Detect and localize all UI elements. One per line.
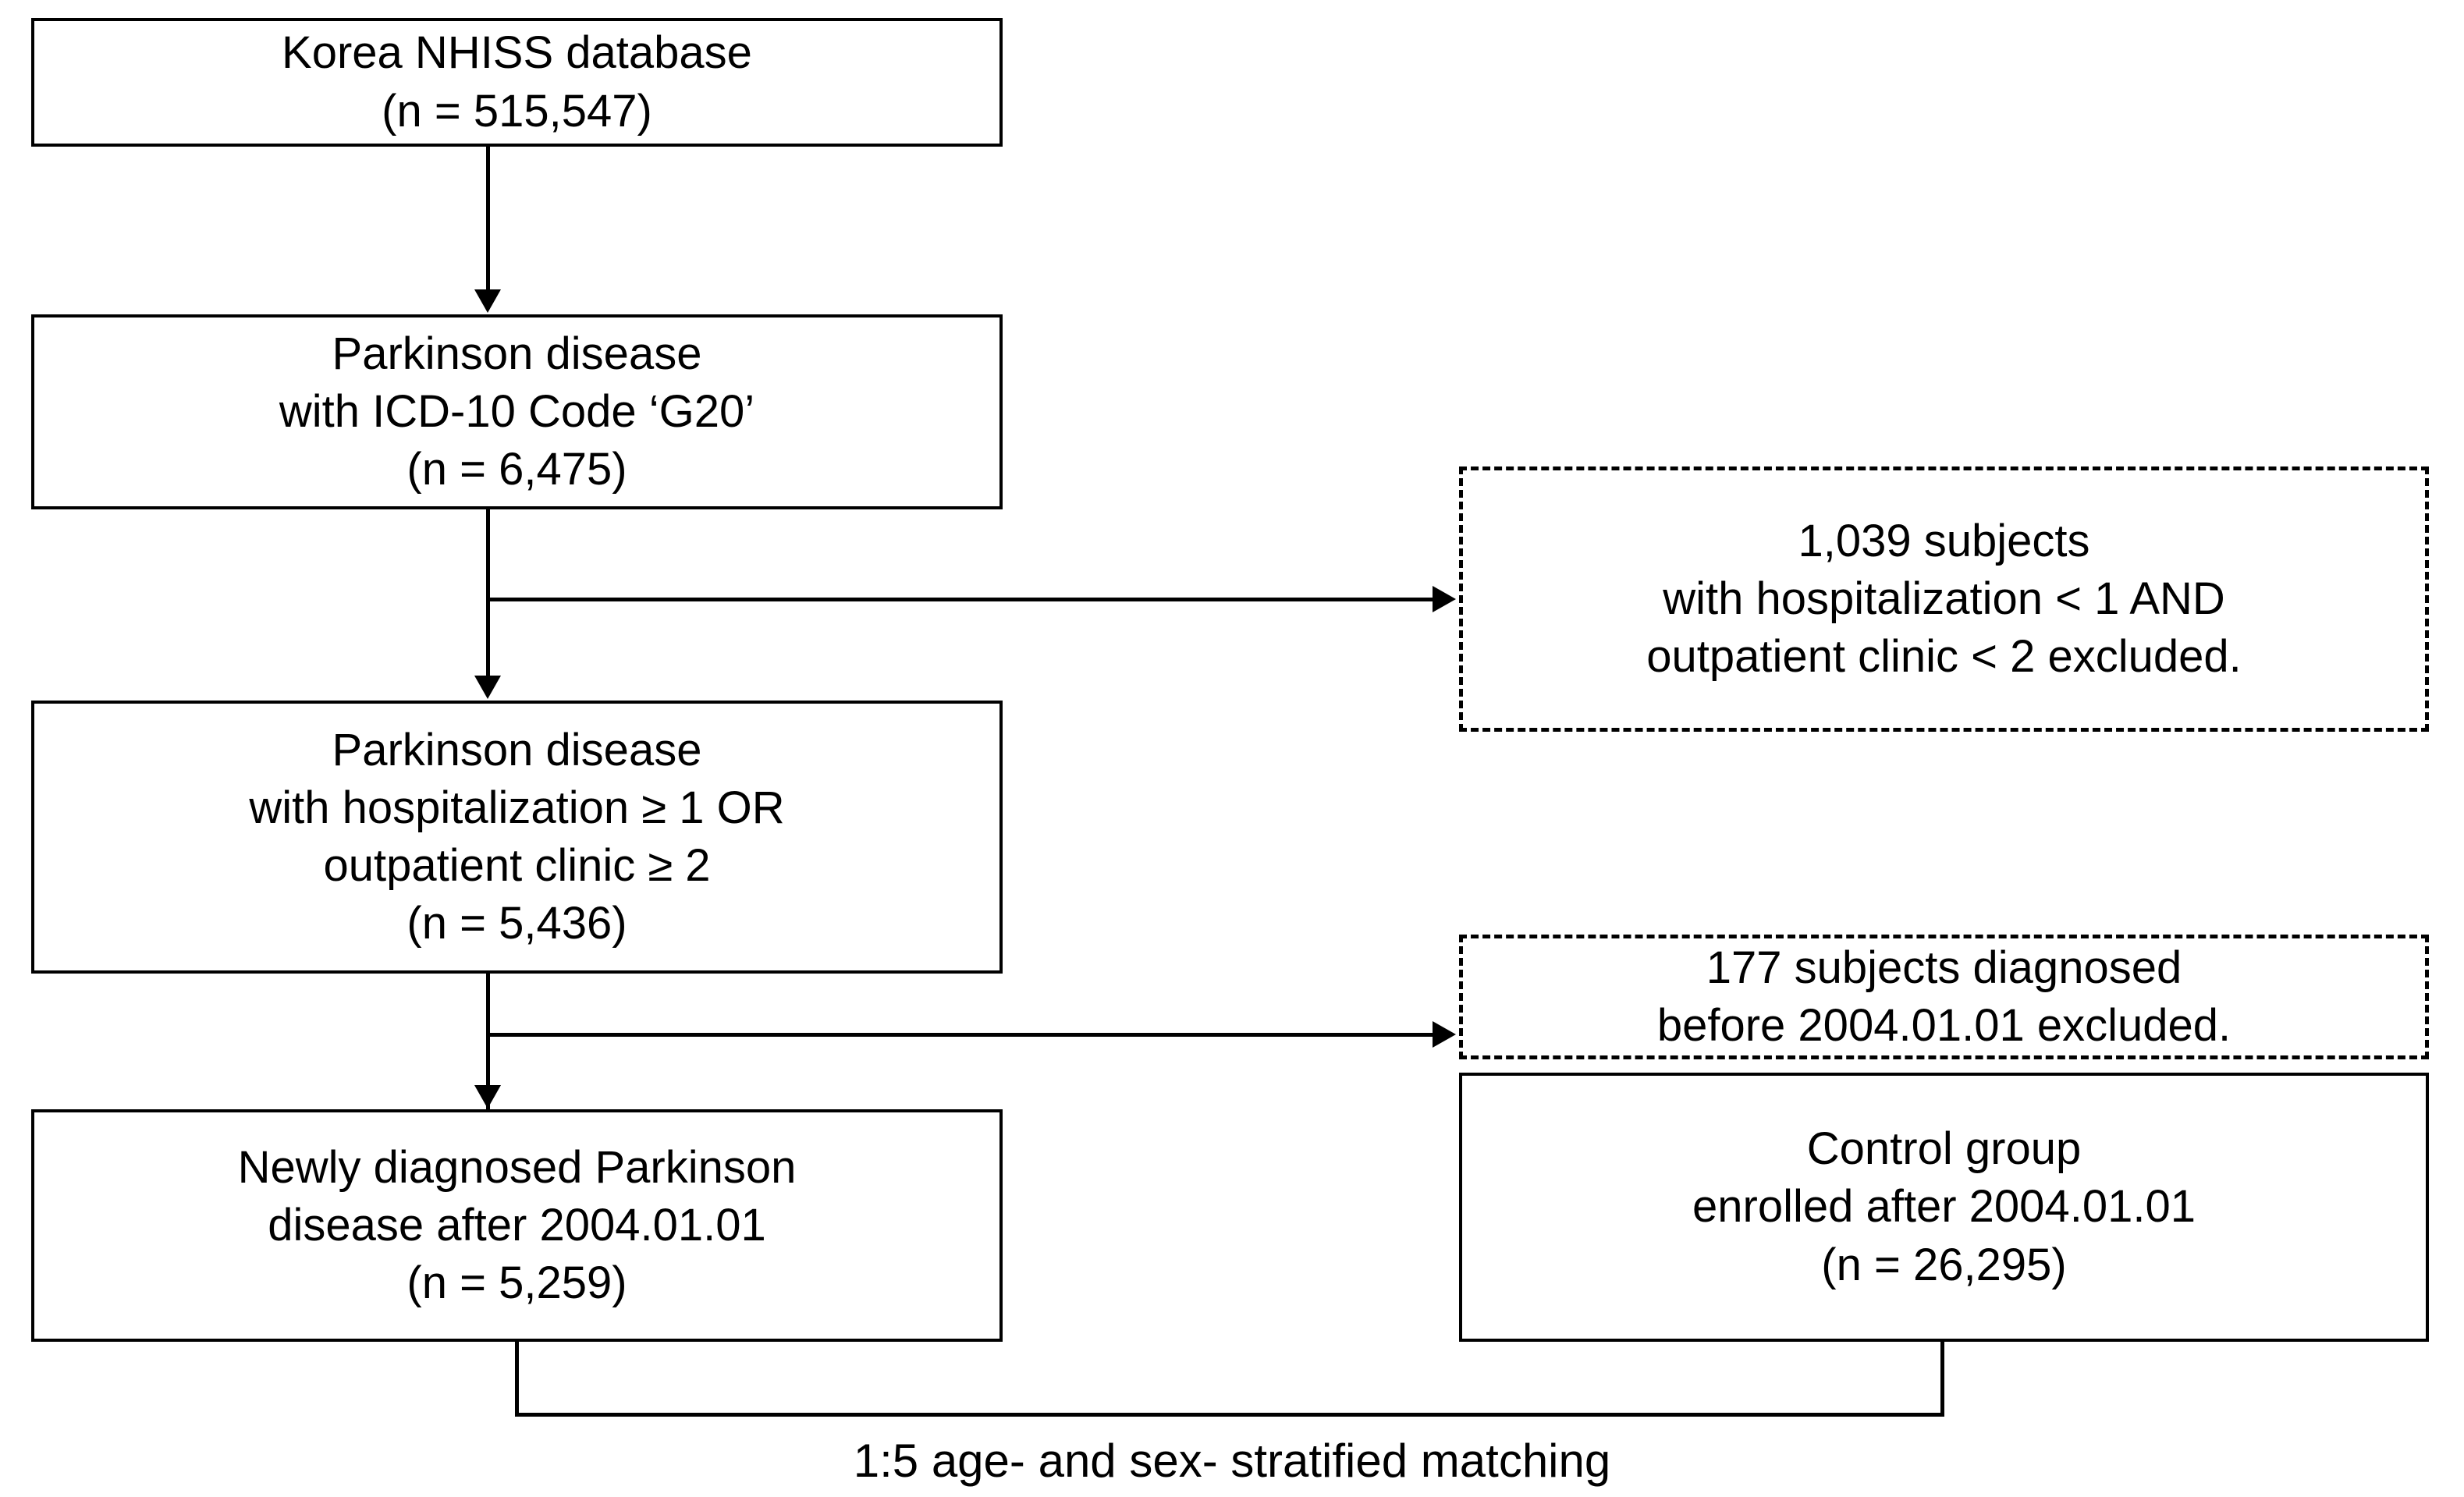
node-korea-nhiss-database: Korea NHISS database (n = 515,547) bbox=[31, 18, 1003, 147]
node-line: Korea NHISS database bbox=[282, 27, 752, 79]
connector-utilization-to-newly-diagnosed bbox=[486, 974, 490, 1110]
node-line: Parkinson disease bbox=[332, 328, 702, 379]
node-line: with hospitalization < 1 AND bbox=[1663, 573, 2225, 624]
connector-branch-to-exclusion-1 bbox=[486, 598, 1433, 601]
bracket-crossbar bbox=[515, 1413, 1944, 1417]
node-line: 1,039 subjects bbox=[1798, 515, 2090, 566]
node-control-group: Control group enrolled after 2004.01.01 … bbox=[1459, 1073, 2429, 1342]
arrowhead-db-to-icd10 bbox=[474, 289, 501, 313]
node-line: (n = 5,436) bbox=[407, 898, 627, 949]
connector-db-to-icd10 bbox=[486, 147, 490, 291]
node-line: (n = 515,547) bbox=[382, 85, 652, 137]
node-line: with hospitalization ≥ 1 OR bbox=[249, 782, 785, 833]
node-parkinson-disease-icd10: Parkinson disease with ICD-10 Code ‘G20’… bbox=[31, 314, 1003, 509]
node-line: Control group bbox=[1806, 1123, 2082, 1175]
node-line: 177 subjects diagnosed bbox=[1706, 942, 2182, 993]
node-line: outpatient clinic < 2 excluded. bbox=[1646, 631, 2242, 683]
node-line: with ICD-10 Code ‘G20’ bbox=[279, 385, 755, 437]
node-line: (n = 6,475) bbox=[407, 444, 627, 495]
matching-caption: 1:5 age- and sex- stratified matching bbox=[853, 1435, 1611, 1487]
connector-branch-to-exclusion-2 bbox=[486, 1033, 1433, 1037]
arrowhead-utilization-to-newly-diagnosed bbox=[474, 1085, 501, 1109]
node-line: disease after 2004.01.01 bbox=[268, 1199, 766, 1250]
node-line: Parkinson disease bbox=[332, 724, 702, 775]
node-line: (n = 26,295) bbox=[1821, 1239, 2067, 1290]
node-line: before 2004.01.01 excluded. bbox=[1656, 1000, 2231, 1051]
node-line: (n = 5,259) bbox=[407, 1258, 627, 1309]
arrowhead-branch-to-exclusion-1 bbox=[1433, 586, 1456, 612]
node-line: enrolled after 2004.01.01 bbox=[1692, 1181, 2196, 1233]
node-line: outpatient clinic ≥ 2 bbox=[323, 840, 711, 891]
bracket-left-stem bbox=[515, 1342, 519, 1417]
node-newly-diagnosed-parkinson: Newly diagnosed Parkinson disease after … bbox=[31, 1109, 1003, 1342]
bracket-right-stem bbox=[1940, 1342, 1944, 1417]
arrowhead-branch-to-exclusion-2 bbox=[1433, 1021, 1456, 1048]
arrowhead-icd10-to-utilization bbox=[474, 676, 501, 699]
node-exclusion-prevalent-cases: 177 subjects diagnosed before 2004.01.01… bbox=[1459, 935, 2429, 1059]
node-exclusion-low-utilization: 1,039 subjects with hospitalization < 1 … bbox=[1459, 466, 2429, 732]
node-line: Newly diagnosed Parkinson bbox=[237, 1141, 797, 1193]
node-parkinson-disease-utilization: Parkinson disease with hospitalization ≥… bbox=[31, 701, 1003, 974]
connector-icd10-to-utilization bbox=[486, 509, 490, 677]
